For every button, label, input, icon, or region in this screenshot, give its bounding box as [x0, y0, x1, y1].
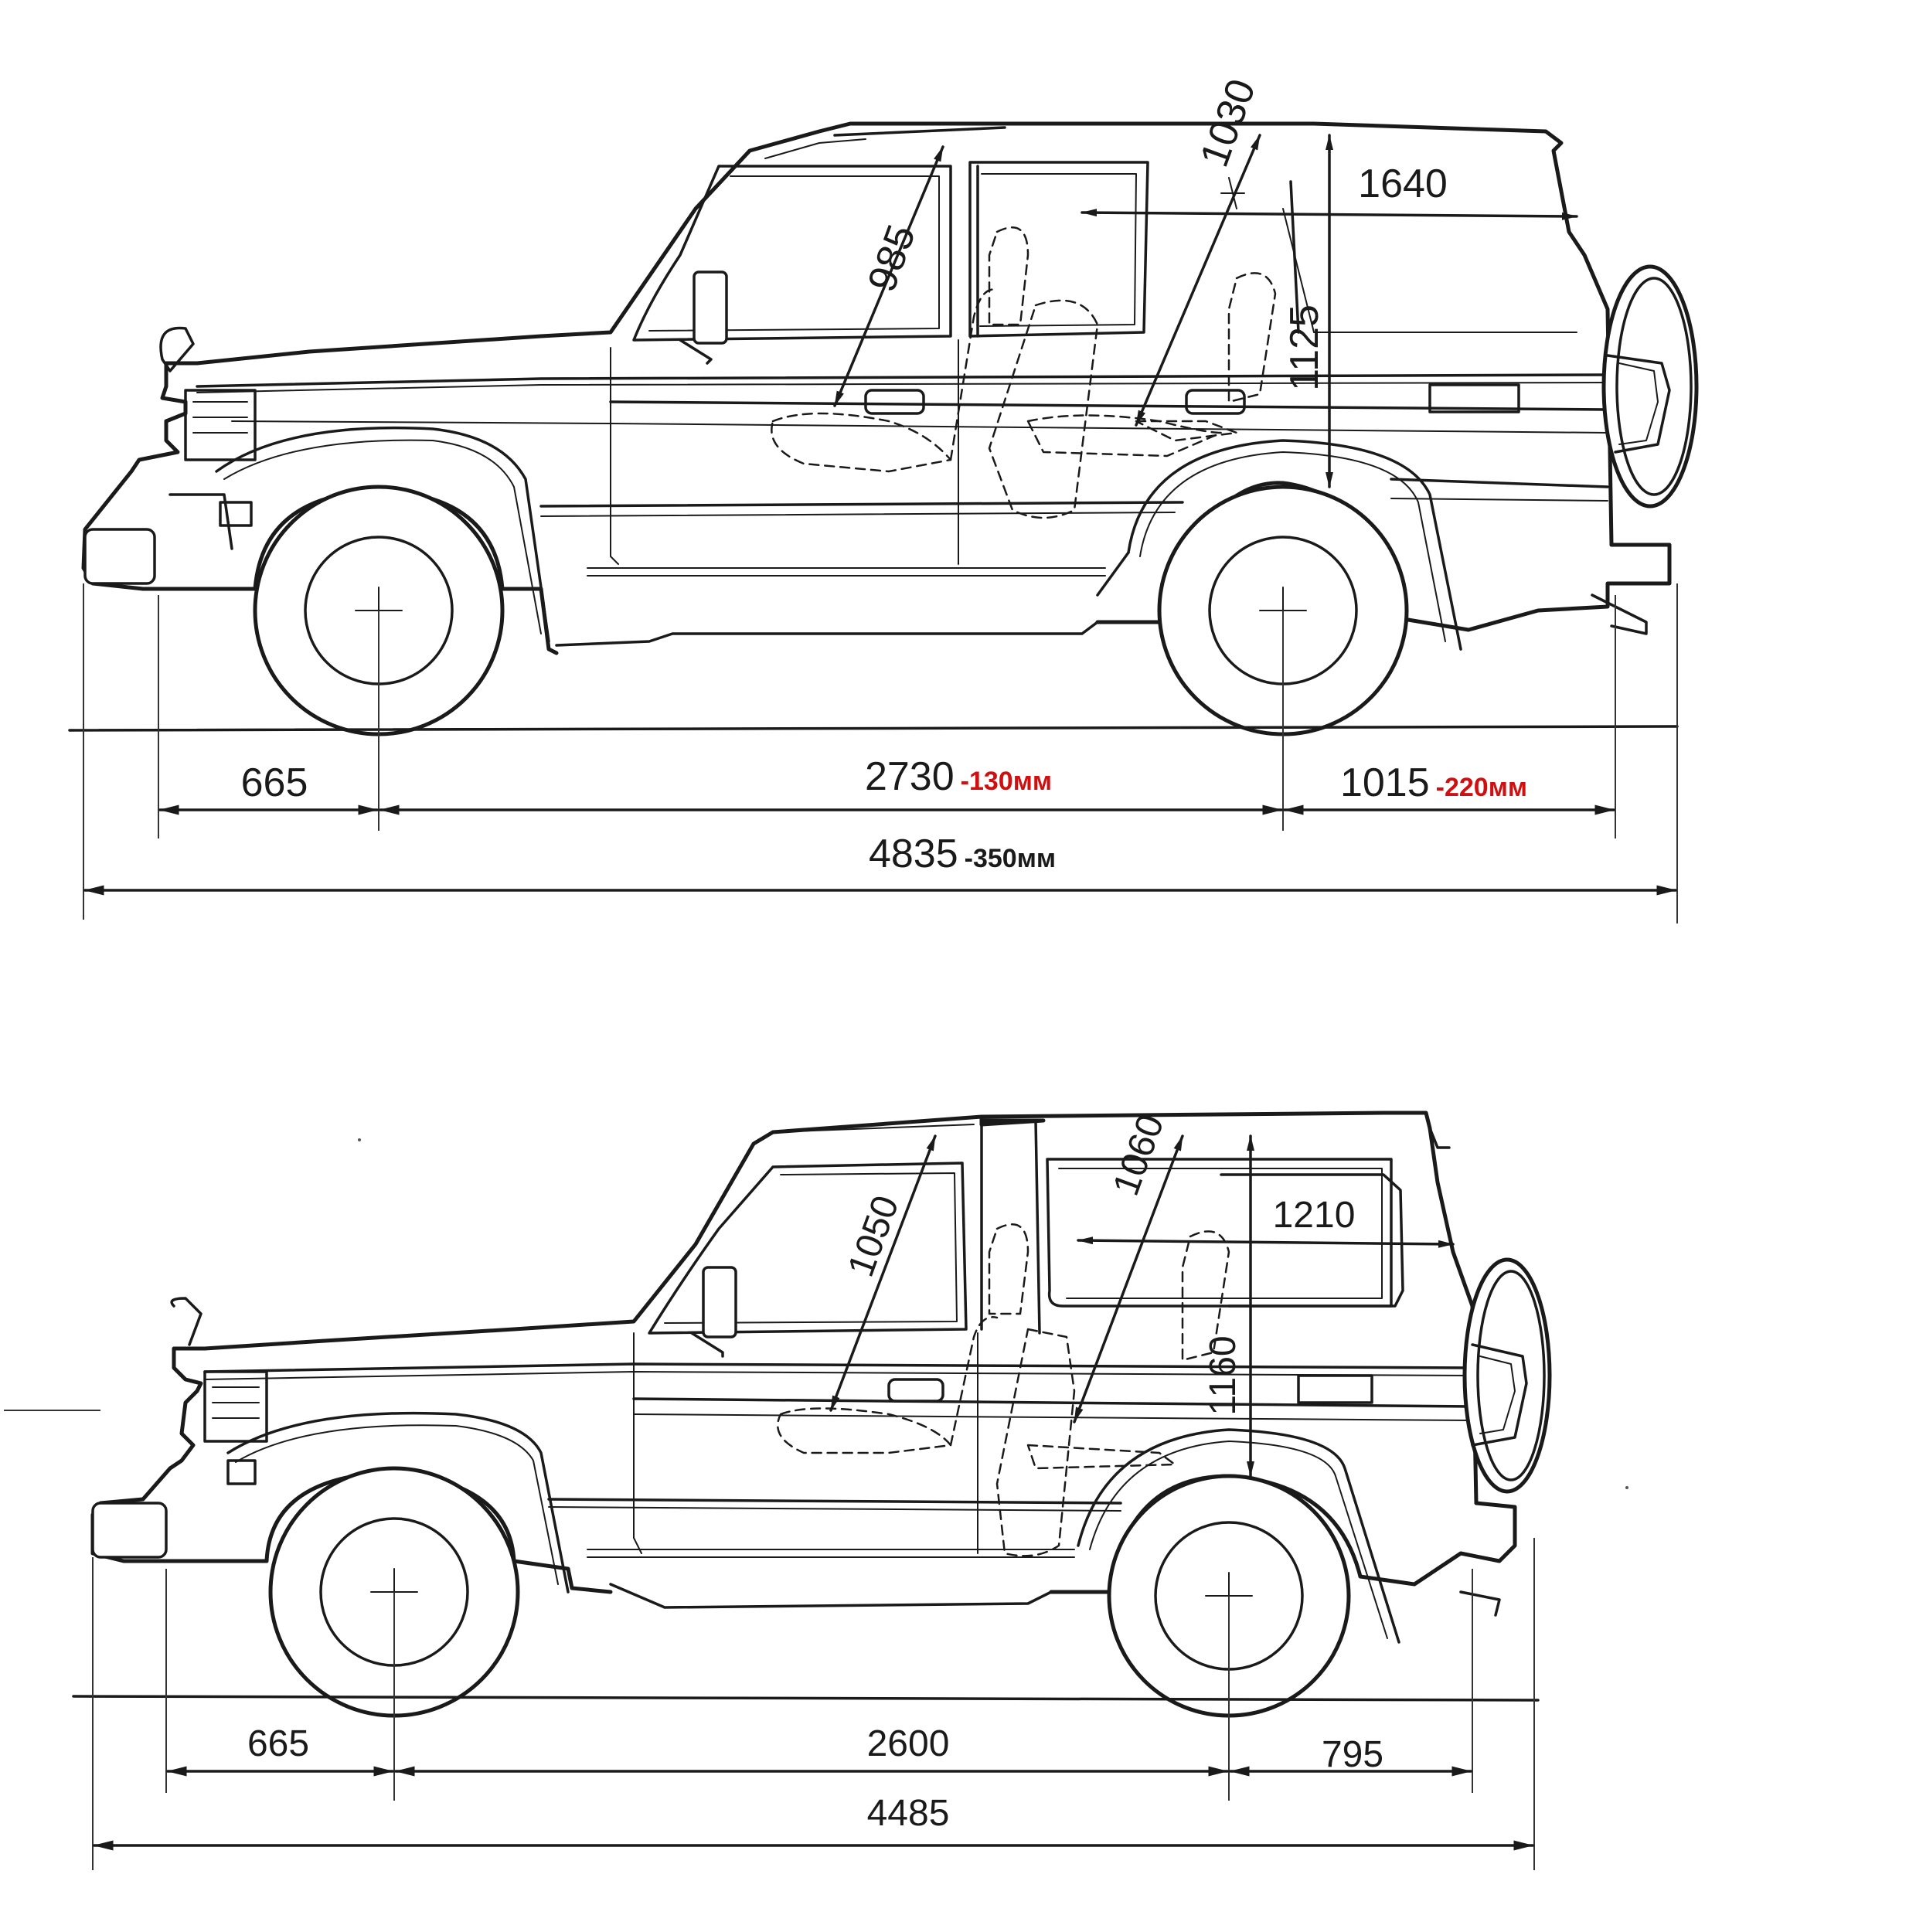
- swb-rear-bumper: [1459, 1590, 1501, 1617]
- swb-cargo-length-arrow: [1077, 1236, 1455, 1248]
- lwb-cargo-height-label: 1125: [1282, 304, 1327, 391]
- swb-cargo-length-label: 1210: [1273, 1195, 1356, 1236]
- lwb-overall-length-delta: -350мм: [965, 844, 1056, 873]
- lwb-spare-wheel: [1601, 264, 1699, 509]
- lwb-overall-length-value: 4835: [869, 832, 958, 876]
- swb-roof-pillar: [980, 1115, 1041, 1335]
- swb-rear-headroom-arrow: [1073, 1134, 1184, 1423]
- swb-windows: [648, 1158, 1404, 1335]
- lwb-interior-dimensions: 985 1030 1640 1125: [833, 73, 1578, 488]
- swb-wheelbase-label: 2600: [867, 1723, 950, 1764]
- scan-marks: [4, 1138, 1628, 1489]
- lwb-cargo-length-label: 1640: [1358, 162, 1448, 206]
- lwb-overall-length-label: 4835-350мм: [869, 832, 1056, 876]
- lwb-front-overhang-label: 665: [241, 760, 308, 805]
- swb-rear-overhang-label: 795: [1322, 1734, 1383, 1775]
- lwb-wheelbase-label: 2730-130мм: [865, 754, 1052, 799]
- swb-mirror: [690, 1266, 737, 1358]
- swb-fenders: [226, 1411, 1400, 1644]
- swb-front-overhang-label: 665: [247, 1723, 309, 1764]
- lwb-rear-overhang-value: 1015: [1340, 760, 1430, 805]
- swb-front-headroom-arrow: [829, 1134, 937, 1412]
- lwb-front-headroom-label: 985: [859, 219, 924, 298]
- swb-interior-dimensions: 1050 1060 1210 1160: [829, 1109, 1455, 1478]
- swb-front-end: [91, 1297, 268, 1559]
- lwb-mirror: [159, 270, 728, 372]
- swb-spare-wheel: [1462, 1257, 1552, 1494]
- swb-exterior-dimensions: 665 2600 795 4485: [92, 1538, 1535, 1870]
- lwb-ground-line: [68, 725, 1679, 732]
- swb-side-trims: [203, 1332, 1474, 1558]
- swb-ground-line: [72, 1695, 1540, 1702]
- lwb-exterior-dimensions: 665 2730-130мм 1015-220мм 4835-350мм: [83, 583, 1678, 923]
- swb-overall-length-label: 4485: [867, 1793, 950, 1834]
- lwb-rear-headroom-arrow: [1135, 134, 1261, 427]
- lwb-rear-overhang-delta: -220мм: [1436, 773, 1527, 802]
- lwb-rear-overhang-label: 1015-220мм: [1340, 760, 1527, 805]
- lwb-wheelbase-value: 2730: [865, 754, 955, 799]
- lwb-fenders: [215, 426, 1462, 651]
- lwb-rear-bumper: [1591, 594, 1648, 635]
- lwb-front-headroom-arrow: [833, 145, 944, 407]
- swb-cargo-height-label: 1160: [1203, 1335, 1244, 1415]
- lwb-front-end: [83, 389, 257, 585]
- lwb-wheelbase-delta: -130мм: [961, 767, 1052, 796]
